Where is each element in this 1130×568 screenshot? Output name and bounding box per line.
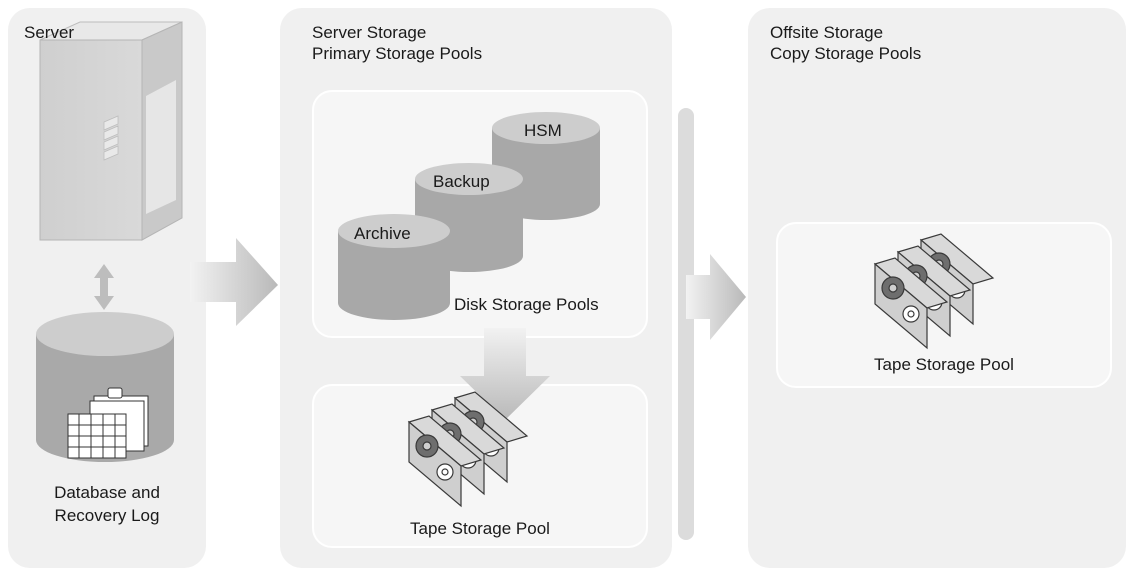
panel-divider [678,108,694,540]
server-title: Server [24,23,75,42]
archive-label: Archive [354,224,411,243]
archive-cylinder-icon [338,214,450,320]
bidirectional-arrow-icon [94,264,114,310]
tape-storage-pool-label: Tape Storage Pool [410,519,550,538]
server-storage-title-line-1: Server Storage [312,23,427,42]
tape-cartridges-icon [407,391,529,508]
database-label-line-2: Recovery Log [54,506,160,525]
database-cylinder-icon [36,312,174,462]
hsm-label: HSM [524,121,562,140]
server-tower-icon [39,21,183,241]
disk-to-tape-arrow [460,328,550,420]
backup-label: Backup [433,172,490,191]
offsite-tape-storage-pool-label: Tape Storage Pool [874,355,1014,374]
offsite-storage-title-line-2: Copy Storage Pools [770,44,922,63]
disk-storage-pools-label: Disk Storage Pools [454,295,599,314]
database-label-line-1: Database and [54,483,160,502]
server-storage-title-line-2: Primary Storage Pools [312,44,483,63]
storage-to-offsite-arrow [686,254,746,340]
server-to-storage-arrow [190,238,278,326]
offsite-tape-cartridges-icon [873,233,995,350]
offsite-storage-title-line-1: Offsite Storage [770,23,884,42]
